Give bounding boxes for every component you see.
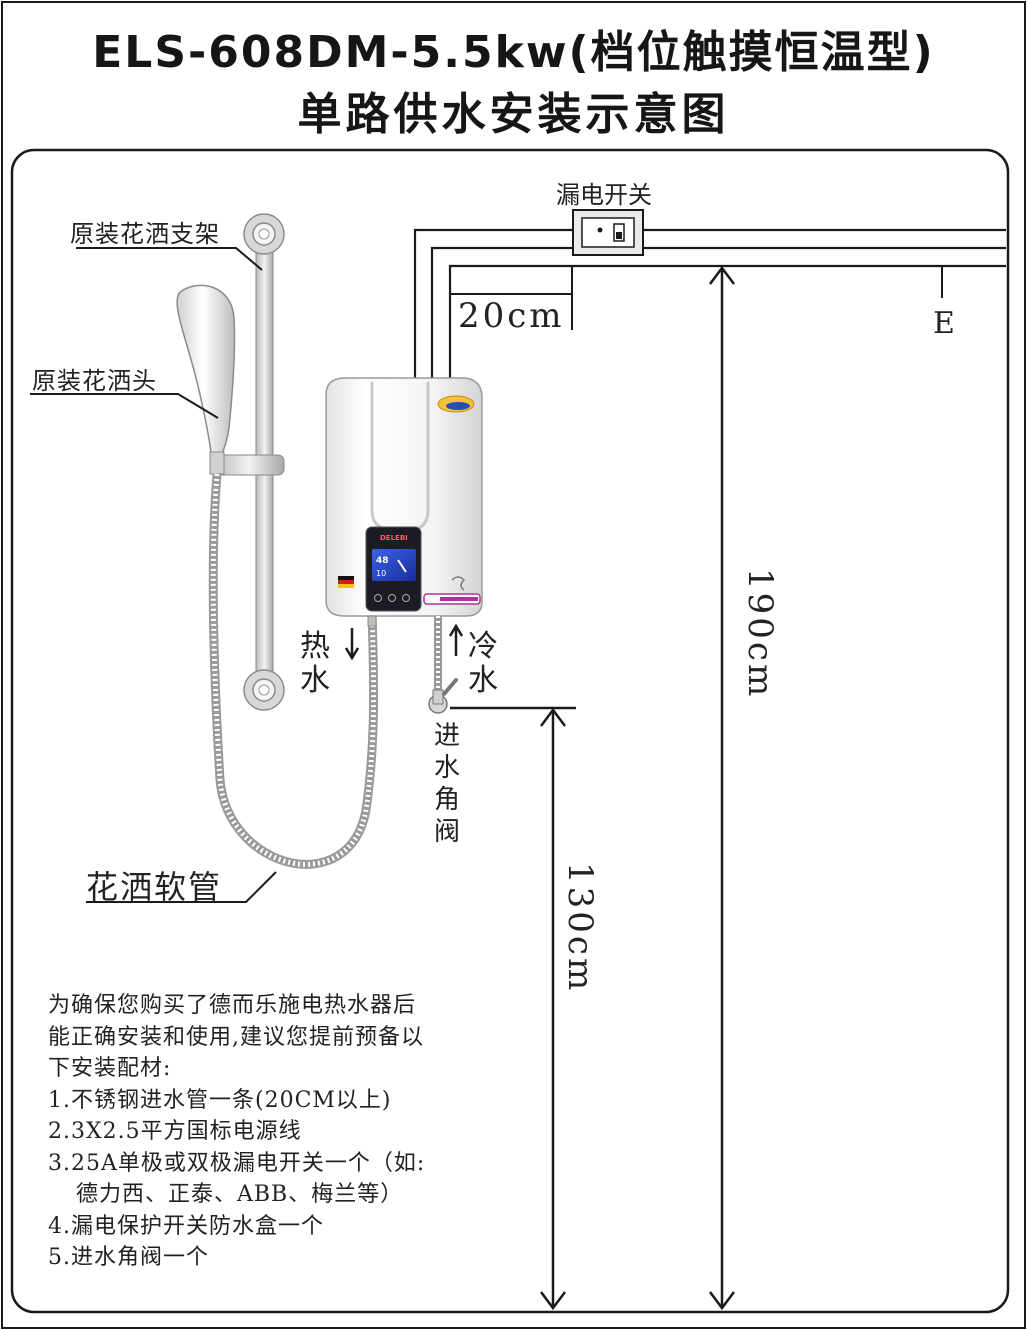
dimension-20cm (450, 266, 573, 330)
display-level: 10 (376, 569, 386, 578)
earth-label: E (933, 306, 955, 341)
wall-frame (10, 148, 1010, 1314)
leakage-switch-label: 漏电开关 (556, 181, 652, 209)
notes-item-2: 2.3X2.5平方国标电源线 (48, 1119, 302, 1144)
power-wires (413, 228, 1006, 378)
hose-label: 花洒软管 (86, 868, 223, 906)
shower-hose (208, 473, 379, 869)
heater-brand: DELEBI (380, 534, 408, 542)
hot-water-label: 热水 (300, 629, 330, 698)
shower-head-label: 原装花洒头 (32, 367, 157, 395)
notes-item-3: 3.25A单极或双极漏电开关一个（如: (48, 1150, 426, 1176)
cold-water-label: 冷水 (468, 629, 498, 698)
display-temp: 48 (376, 556, 389, 566)
dimension-190cm-arrow (709, 265, 735, 1311)
notes-intro-line1: 为确保您购买了德而乐施电热水器后 (48, 993, 417, 1018)
shower-head-icon (176, 284, 236, 475)
diagram-title-line2: 单路供水安装示意图 (297, 89, 730, 140)
dimension-130cm-arrow (450, 706, 576, 1311)
leader-lines (30, 247, 277, 903)
notes-intro-line2: 能正确安装和使用,建议您提前预备以 (48, 1024, 424, 1050)
shower-bracket-label: 原装花洒支架 (70, 220, 220, 248)
notes-item-3-continued: 德力西、正泰、ABB、梅兰等） (76, 1182, 404, 1207)
cold-water-arrow (448, 623, 464, 656)
installation-notes: 为确保您购买了德而乐施电热水器后 能正确安装和使用,建议您提前预备以 下安装配材… (48, 990, 425, 1274)
pipe-offset-dimension: 20cm (458, 296, 565, 336)
notes-item-4: 4.漏电保护开关防水盒一个 (48, 1213, 324, 1239)
hot-water-arrow (344, 628, 360, 661)
notes-item-1: 1.不锈钢进水管一条(20CM以上) (48, 1087, 392, 1113)
shower-rail (213, 213, 285, 711)
notes-intro-line3: 下安装配材: (48, 1056, 172, 1081)
valve-height-dimension: 130cm (560, 862, 600, 994)
notes-item-5: 5.进水角阀一个 (48, 1245, 209, 1270)
leakage-switch-icon (572, 209, 644, 256)
switch-height-dimension: 190cm (740, 568, 780, 700)
inlet-valve-label: 进水角阀 (433, 721, 460, 847)
angle-valve-icon (428, 678, 458, 714)
diagram-title-line1: ELS-608DM-5.5kw(档位触摸恒温型) (92, 27, 935, 78)
water-heater (325, 377, 483, 617)
